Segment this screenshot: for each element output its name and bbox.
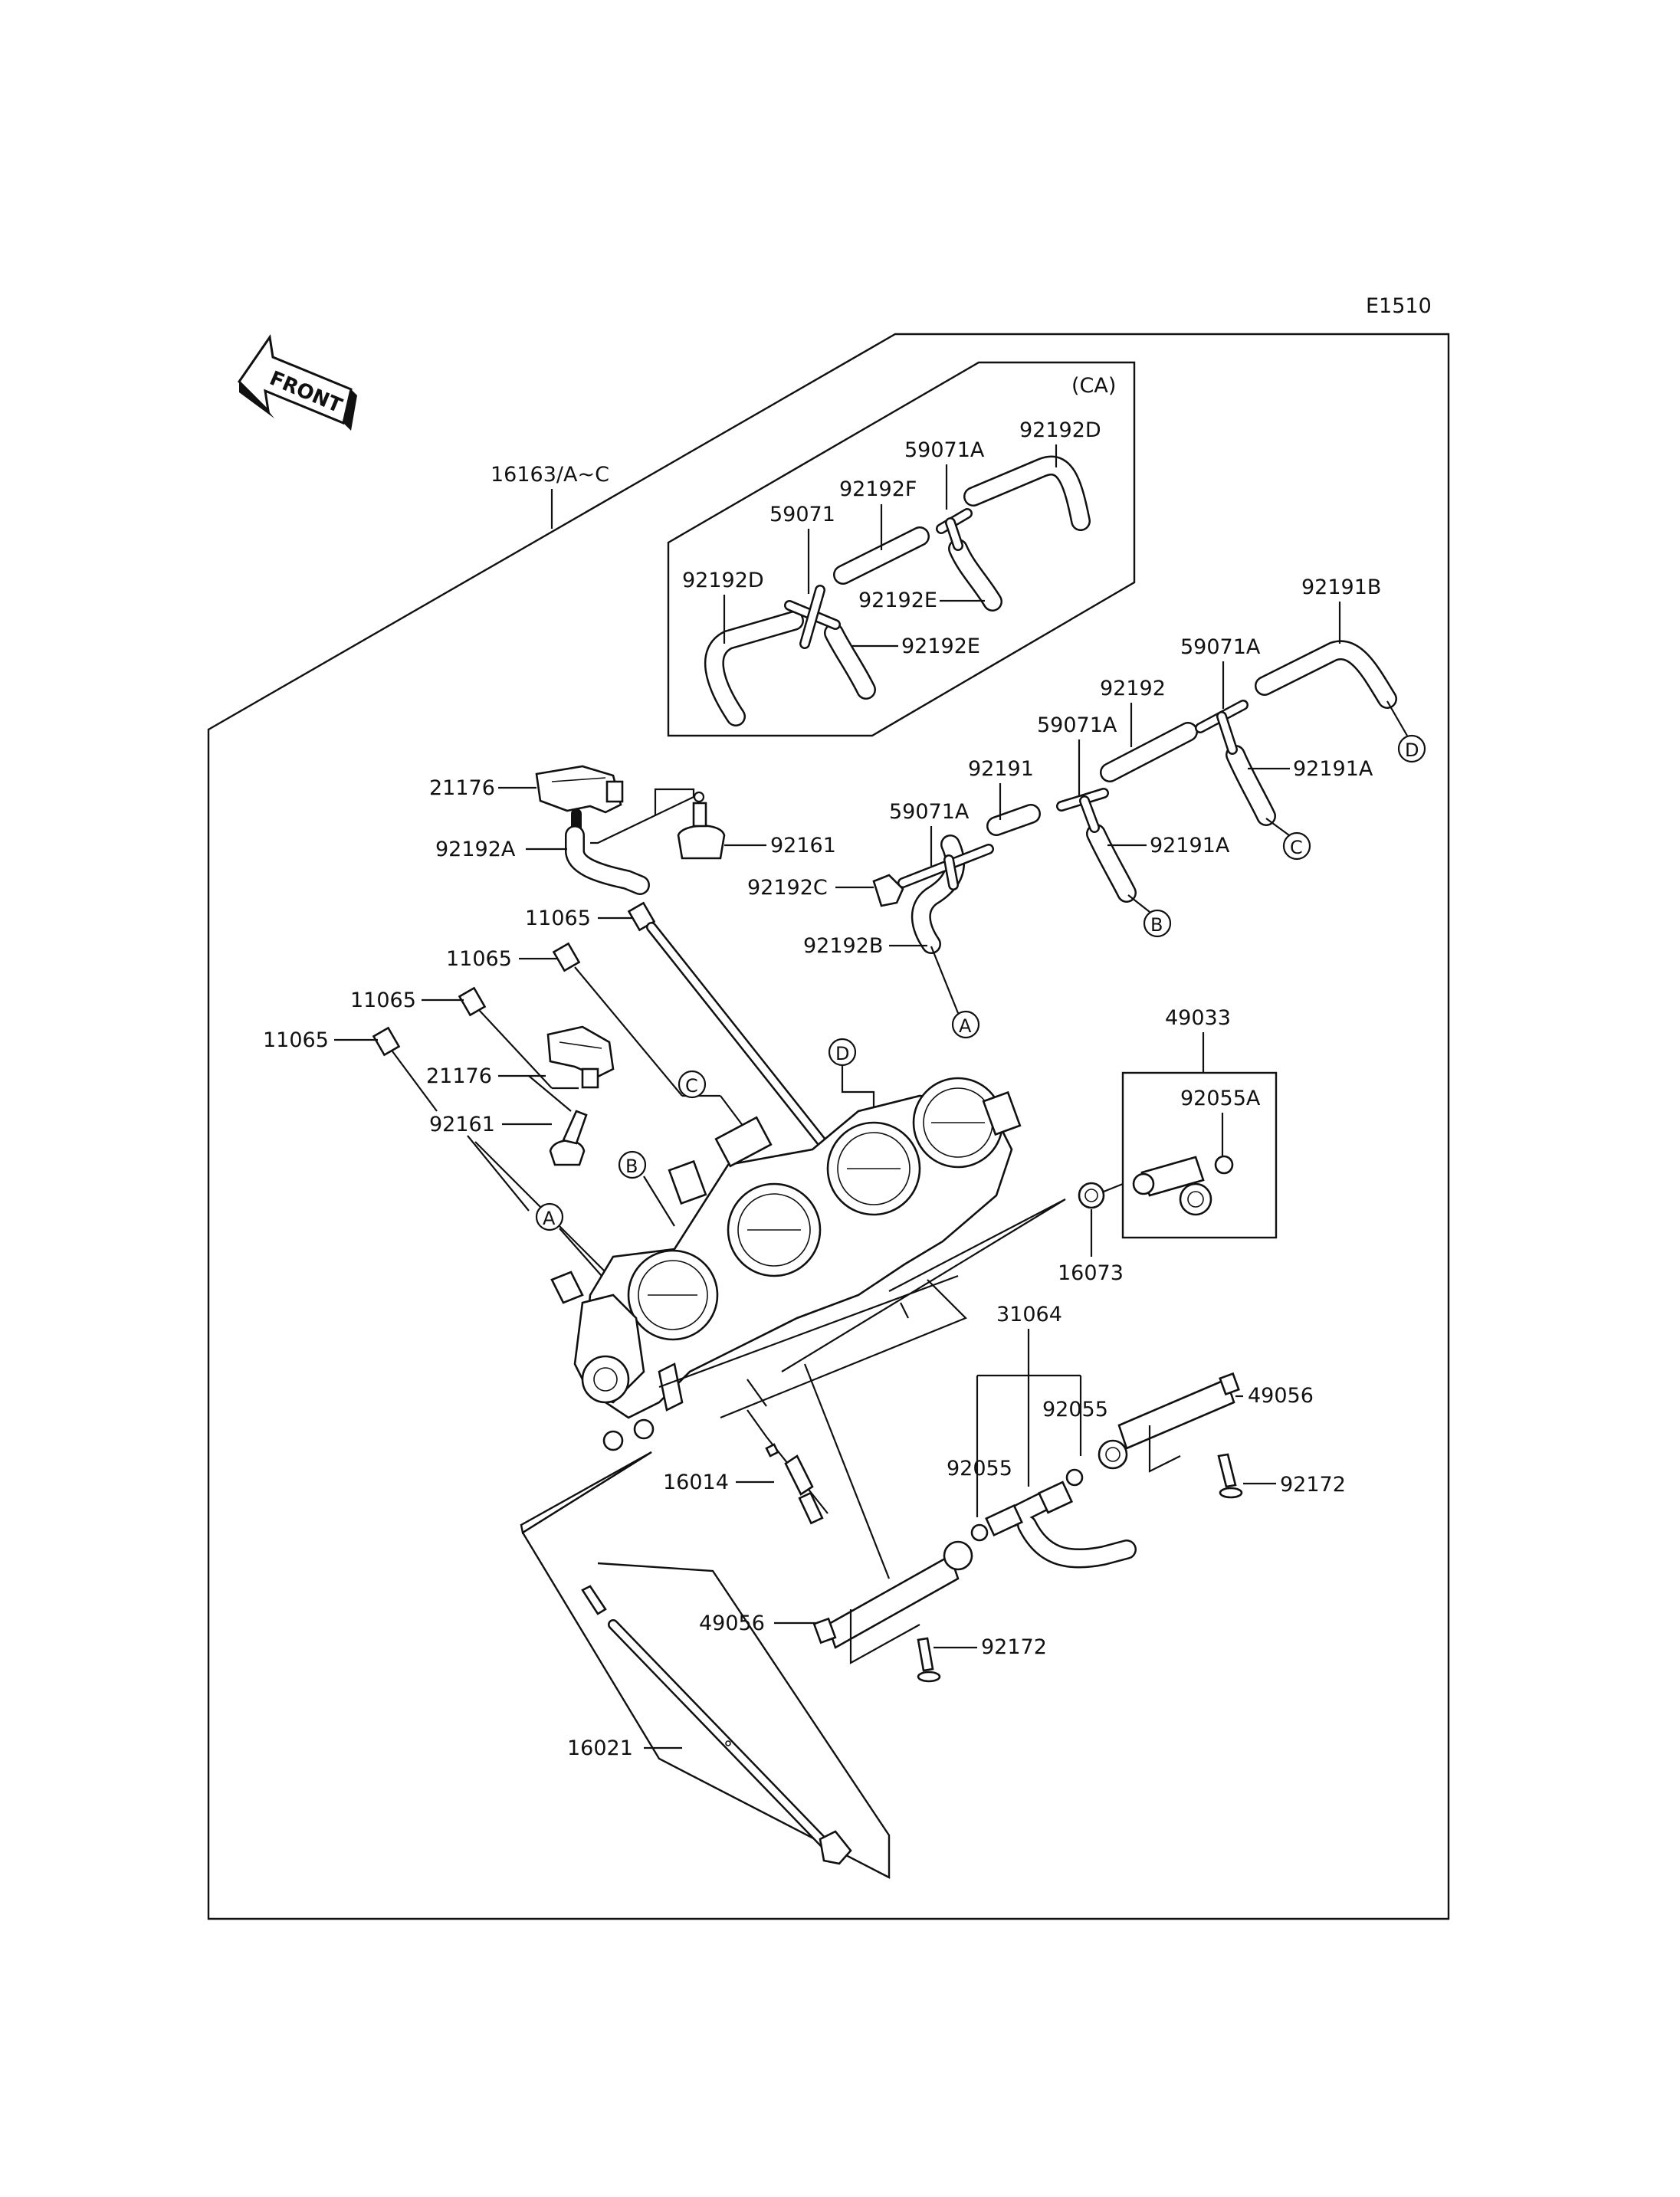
svg-text:C: C [685, 1075, 698, 1097]
label-49056-right: 49056 [1248, 1384, 1314, 1408]
map-sensor-mid [546, 1025, 615, 1166]
injector-box [1121, 1071, 1278, 1239]
ca-label: (CA) [1071, 374, 1116, 398]
label-92192: 92192 [1100, 677, 1166, 700]
svg-text:A: A [543, 1208, 556, 1229]
oring-92055-b [1065, 1468, 1084, 1487]
label-59071A-1: 59071A [1180, 635, 1261, 659]
label-92161-top: 92161 [770, 834, 836, 857]
label-11065-3: 11065 [350, 989, 416, 1012]
shaft-box [521, 1451, 891, 1879]
label-92192D-ca-top: 92192D [1019, 418, 1101, 442]
oring-92055-a [970, 1523, 989, 1542]
label-92191B: 92191B [1301, 575, 1381, 599]
label-92172-right: 92172 [1280, 1473, 1346, 1497]
map-sensor-top [535, 765, 624, 833]
svg-text:A: A [959, 1015, 972, 1037]
label-92191: 92191 [968, 757, 1034, 781]
label-92055-b: 92055 [1042, 1398, 1108, 1421]
label-92161-mid: 92161 [429, 1113, 495, 1136]
ca-subassembly-frame [667, 361, 1136, 737]
label-59071A-3: 59071A [889, 800, 970, 824]
label-92192B: 92192B [803, 934, 883, 958]
seal-16073 [1078, 1182, 1105, 1209]
label-21176-mid: 21176 [426, 1064, 492, 1088]
throttle-body-assembly [550, 1077, 1022, 1451]
callout-B-mid: B [618, 1150, 675, 1227]
callout-A-top: A [930, 946, 980, 1039]
label-92192F: 92192F [839, 477, 917, 501]
callout-B-top: B [1127, 894, 1172, 938]
delivery-pipe-49056-right [1098, 1372, 1243, 1499]
diagram-code: E1510 [1366, 294, 1432, 318]
label-92172-left: 92172 [981, 1635, 1047, 1659]
svg-text:B: B [625, 1156, 638, 1177]
label-31064: 31064 [996, 1303, 1062, 1326]
label-92055A: 92055A [1180, 1087, 1261, 1110]
label-59071: 59071 [769, 503, 835, 526]
caps-11065 [372, 901, 656, 1057]
label-16014: 16014 [663, 1471, 729, 1494]
callout-C-mid: C [678, 1070, 707, 1099]
label-92192A: 92192A [435, 838, 516, 861]
label-92191A-1: 92191A [1293, 757, 1373, 781]
svg-text:C: C [1290, 837, 1303, 858]
label-92055-a: 92055 [947, 1457, 1012, 1481]
label-92192C: 92192C [747, 876, 828, 900]
label-59071A-ca: 59071A [904, 438, 985, 462]
label-49033: 49033 [1165, 1006, 1231, 1030]
label-16073: 16073 [1058, 1261, 1124, 1285]
vacuum-hoses [872, 640, 1397, 954]
callout-C-top: C [1265, 818, 1311, 861]
label-21176-top: 21176 [429, 776, 495, 800]
label-92192D-ca-left: 92192D [682, 569, 764, 592]
ca-hoses [704, 455, 1091, 726]
vacuum-tubes [392, 922, 841, 1273]
svg-text:D: D [1405, 739, 1419, 761]
label-16021: 16021 [567, 1736, 633, 1760]
label-92192E-a: 92192E [858, 589, 937, 612]
label-11065-2: 11065 [446, 947, 512, 971]
label-11065-1: 11065 [525, 907, 591, 930]
label-16163: 16163/A~C [491, 463, 609, 487]
svg-text:D: D [835, 1043, 849, 1064]
vacuum-port-top [677, 791, 726, 860]
front-arrow-icon: FRONT [238, 334, 357, 431]
label-11065-4: 11065 [263, 1028, 329, 1052]
svg-text:B: B [1150, 914, 1163, 936]
callout-D-top: D [1386, 700, 1426, 763]
label-49056-left: 49056 [699, 1612, 765, 1635]
shaft-16021 [581, 1585, 852, 1865]
injector-49033 [1132, 1155, 1234, 1216]
delivery-pipe-49056-left [812, 1540, 973, 1683]
main-assembly-frame [207, 333, 1450, 1920]
fuel-pipe-31064 [985, 1481, 1137, 1569]
screw-16014 [765, 1443, 824, 1525]
label-59071A-2: 59071A [1037, 713, 1117, 737]
label-92191A-2: 92191A [1150, 834, 1230, 857]
callout-A-mid: A [535, 1202, 602, 1277]
label-92192E-b: 92192E [901, 635, 980, 658]
